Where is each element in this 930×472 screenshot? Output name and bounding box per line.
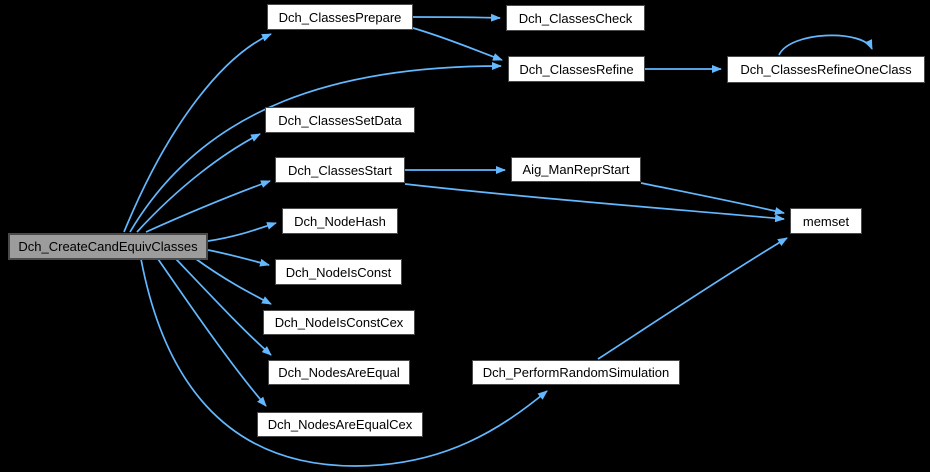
edge-start-to-memset: [404, 183, 785, 223]
edge-performrandomsim-to-memset: [597, 237, 788, 360]
node-dch-classessetdata[interactable]: Dch_ClassesSetData: [265, 107, 415, 133]
node-dch-performrandomsimulation[interactable]: Dch_PerformRandomSimulation: [472, 360, 680, 385]
edge-root-to-nodesareequalcex: [157, 258, 267, 407]
node-dch-nodehash[interactable]: Dch_NodeHash: [282, 208, 398, 234]
node-dch-nodesareequal[interactable]: Dch_NodesAreEqual: [268, 360, 410, 385]
node-dch-nodeisconst[interactable]: Dch_NodeIsConst: [275, 259, 402, 285]
edge-refineoneclass-self-loop: [778, 34, 873, 56]
node-dch-classesstart[interactable]: Dch_ClassesStart: [275, 157, 405, 183]
node-dch-classesrefine[interactable]: Dch_ClassesRefine: [508, 56, 645, 82]
edge-root-to-start: [145, 180, 271, 233]
edge-root-to-nodeisconst: [207, 249, 270, 267]
edge-root-to-refine: [129, 62, 502, 233]
node-dch-nodesareequalcex[interactable]: Dch_NodesAreEqualCex: [257, 412, 423, 437]
edge-root-to-nodeisconstcex: [195, 258, 272, 305]
edge-root-to-nodesareequal: [175, 258, 272, 356]
node-dch-createcandequivclasses: Dch_CreateCandEquivClasses: [8, 233, 208, 260]
node-memset[interactable]: memset: [790, 208, 862, 234]
edge-aigmanreprstart-to-memset: [640, 182, 785, 215]
node-dch-classesrefineoneclass[interactable]: Dch_ClassesRefineOneClass: [727, 56, 925, 83]
edge-root-to-setdata: [136, 133, 261, 233]
edge-root-to-performrandomsim: [140, 258, 548, 467]
node-dch-classescheck[interactable]: Dch_ClassesCheck: [506, 5, 645, 31]
node-aig-manreprstart[interactable]: Aig_ManReprStart: [511, 157, 641, 182]
edge-prepare-to-refine: [412, 27, 503, 61]
node-dch-classesprepare[interactable]: Dch_ClassesPrepare: [267, 4, 413, 30]
edge-prepare-to-check: [412, 13, 501, 22]
edge-root-to-nodehash: [207, 222, 277, 242]
node-dch-nodeisconstcex[interactable]: Dch_NodeIsConstCex: [263, 310, 415, 335]
edge-root-to-prepare: [123, 33, 272, 233]
